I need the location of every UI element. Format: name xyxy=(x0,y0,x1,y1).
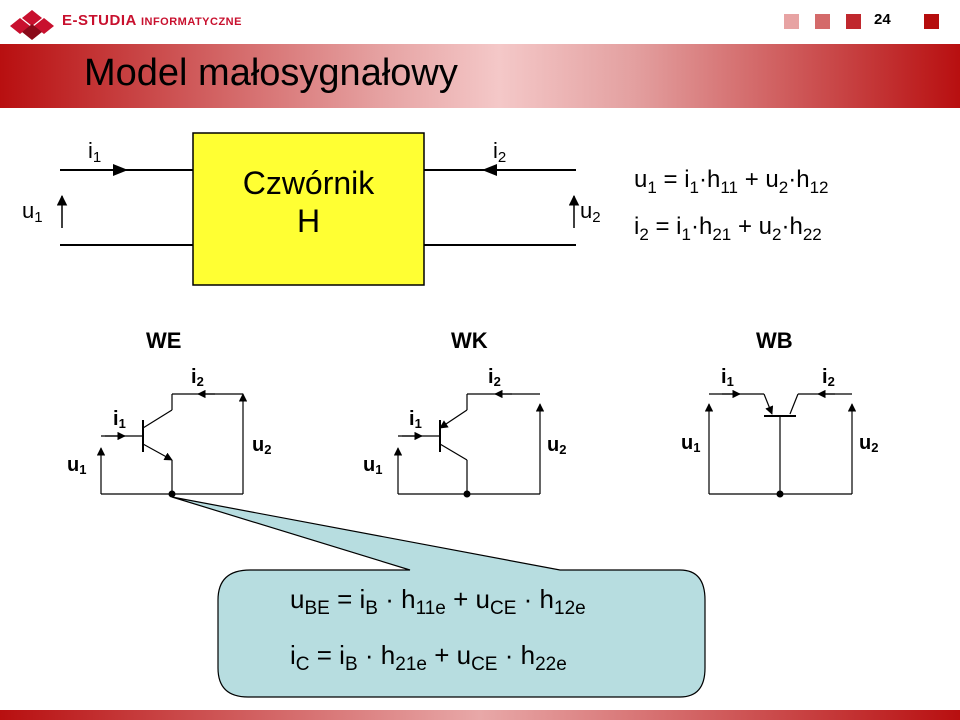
h-equation-2: i2 = i1·h21 + u2·h22 xyxy=(634,213,822,244)
quadripole-label: Czwórnik H xyxy=(242,165,375,239)
we-label-u2: u2 xyxy=(252,434,272,457)
wb-label-u1: u1 xyxy=(681,432,701,455)
logo-text: E-STUDIA INFORMATYCZNE xyxy=(62,12,242,29)
header-square-2 xyxy=(815,14,830,29)
logo-icon xyxy=(10,10,54,40)
wk-label-i1: i1 xyxy=(409,408,422,431)
we-label-i2: i2 xyxy=(191,366,204,389)
header-square-1 xyxy=(784,14,799,29)
wk-label-u1: u1 xyxy=(363,454,383,477)
label-u2: u2 xyxy=(580,198,601,226)
label-u1: u1 xyxy=(22,198,43,226)
callout-bubble xyxy=(171,496,706,698)
callout-equation-1: uBE = iB · h11e + uCE · h12e xyxy=(290,584,586,619)
i2-arrow xyxy=(482,164,497,176)
page-number: 24 xyxy=(874,11,891,28)
config-title-wb: WB xyxy=(756,328,793,353)
config-title-wk: WK xyxy=(451,328,488,353)
wb-label-i1: i1 xyxy=(721,366,734,389)
wk-label-i2: i2 xyxy=(488,366,501,389)
we-label-i1: i1 xyxy=(113,408,126,431)
wk-circuit xyxy=(393,389,545,495)
wb-node xyxy=(776,490,784,498)
wk-node xyxy=(463,490,471,498)
bottom-band xyxy=(0,710,960,720)
wb-label-i2: i2 xyxy=(822,366,835,389)
we-node xyxy=(168,490,176,498)
wb-label-u2: u2 xyxy=(859,432,879,455)
title-band xyxy=(0,44,960,108)
we-label-u1: u1 xyxy=(67,454,87,477)
label-i2: i2 xyxy=(493,138,507,166)
i1-arrow xyxy=(113,164,128,176)
callout-equation-2: iC = iB · h21e + uCE · h22e xyxy=(290,640,567,675)
h-equation-1: u1 = i1·h11 + u2·h12 xyxy=(634,166,829,197)
header-square-3 xyxy=(846,14,861,29)
config-title-we: WE xyxy=(146,328,182,353)
wb-circuit xyxy=(704,389,857,495)
quadripole-box xyxy=(192,132,425,286)
slide-title: Model małosygnałowy xyxy=(84,52,458,94)
wk-label-u2: u2 xyxy=(547,434,567,457)
header-square-4 xyxy=(924,14,939,29)
label-i1: i1 xyxy=(88,138,102,166)
